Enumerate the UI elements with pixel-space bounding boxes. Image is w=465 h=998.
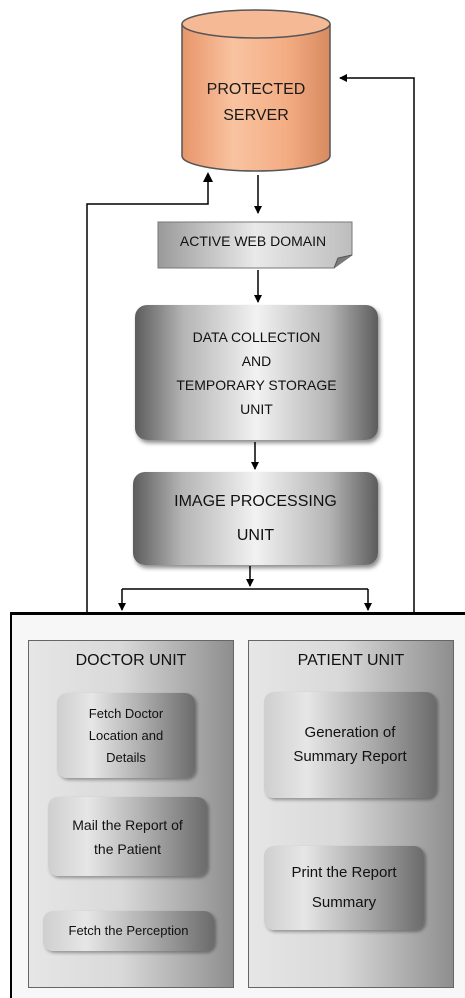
- mail-report-step: Mail the Report of the Patient: [48, 797, 207, 876]
- image-processing-unit: IMAGE PROCESSING UNIT: [133, 472, 378, 565]
- generate-summary-report-step: Generation of Summary Report: [264, 692, 436, 798]
- patient-unit-title: PATIENT UNIT: [297, 652, 405, 669]
- protected-server: PROTECTED SERVER: [180, 8, 332, 173]
- print-report-summary-step: Print the Report Summary: [264, 846, 424, 930]
- active-web-domain-label: ACTIVE WEB DOMAIN: [179, 233, 327, 249]
- fetch-perception-step: Fetch the Perception: [43, 911, 214, 951]
- data-collection-unit: DATA COLLECTION AND TEMPORARY STORAGE UN…: [135, 305, 378, 440]
- server-label: PROTECTED SERVER: [206, 81, 306, 124]
- fetch-doctor-location-step: Fetch Doctor Location and Details: [57, 693, 195, 778]
- server-cylinder-shape: [181, 9, 331, 172]
- doctor-unit-title: DOCTOR UNIT: [75, 652, 187, 669]
